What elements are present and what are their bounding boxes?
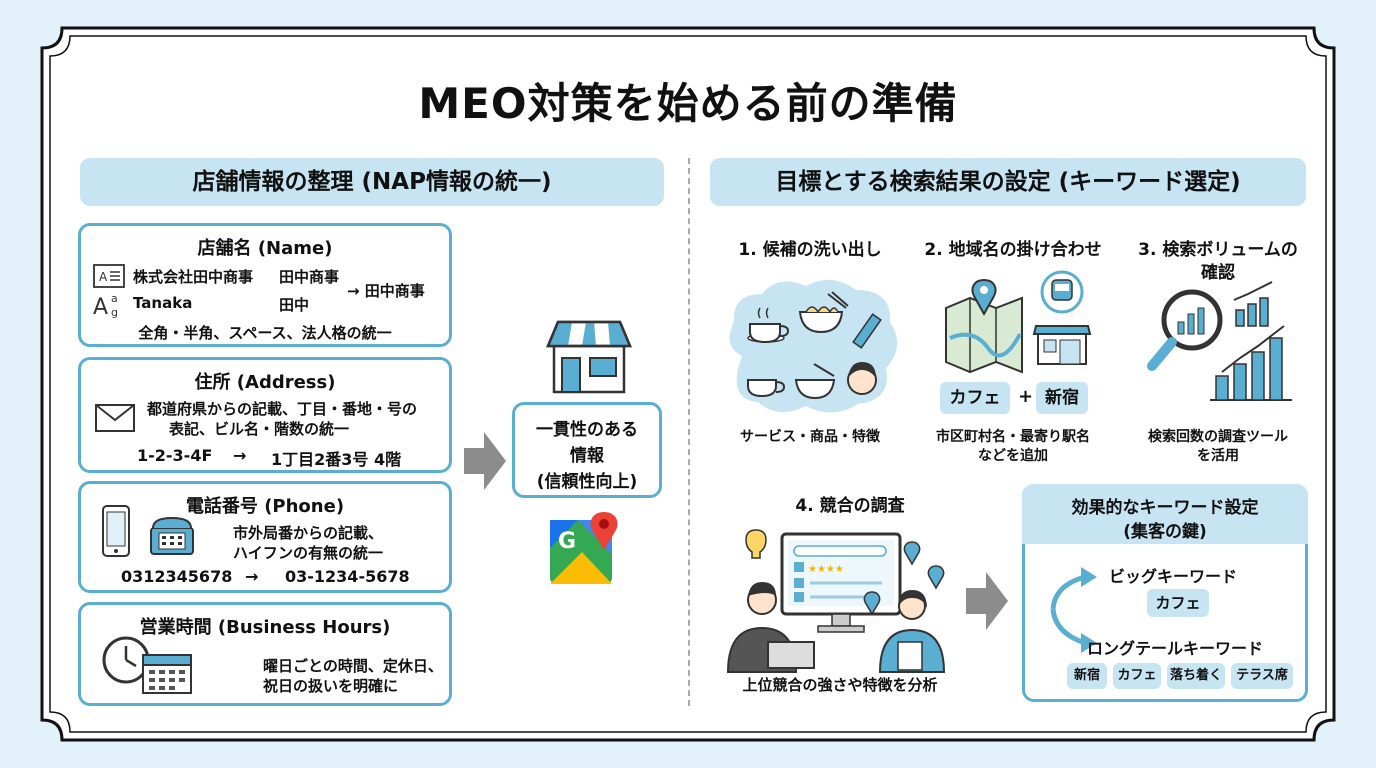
keyword-box-title-1: 効果的なキーワード設定 [1071,498,1259,518]
step3-caption-2: を活用 [1197,448,1239,464]
column-divider [688,158,690,706]
address-card: 住所 (Address) 都道府県からの記載、丁目・番地・号の 表記、ビル名・階… [78,357,452,473]
hours-card-title: 営業時間 (Business Hours) [139,617,391,638]
svg-text:★★★★: ★★★★ [808,564,844,575]
keyword-box-header [1022,484,1308,544]
step2-title: 2. 地域名の掛け合わせ [924,240,1102,260]
competitor-analysis-illustration: ★★★★ [726,529,946,673]
step4-title: 4. 競合の調査 [795,496,905,516]
name-note: 全角・半角、スペース、法人格の統一 [138,324,392,342]
longtail-keyword-1: 新宿 [1067,663,1107,689]
svg-text:g: g [111,306,118,319]
consistent-info-line1: 一貫性のある [536,420,638,440]
phone-card: 電話番号 (Phone) 市外局番からの記載、 ハイフンの有無の統一 03123… [78,481,452,593]
step1-caption: サービス・商品・特徴 [740,429,880,445]
phone-desc-1: 市外局番からの記載、 [233,524,384,542]
longtail-keyword-3: 落ち着く [1167,663,1225,689]
address-desc-1: 都道府県からの記載、丁目・番地・号の [147,400,418,418]
storefront-icon [546,320,632,394]
service-candidates-illustration [729,279,898,413]
address-arrow: → [233,446,247,465]
step2-pill-cafe: カフェ [940,382,1010,414]
hours-desc-1: 曜日ごとの時間、定休日、 [263,657,443,675]
consistent-info-box: 一貫性のある 情報 (信頼性向上) [512,402,662,498]
step1-title: 1. 候補の洗い出し [738,240,882,260]
name-row2-a: Tanaka [133,294,193,312]
phone-desc-2: ハイフンの有無の統一 [233,544,384,562]
step2-caption-1: 市区町村名・最寄り駅名 [936,429,1090,445]
gray-arrow-right-2 [966,572,1008,630]
left-section-header: 店舗情報の整理 (NAP情報の統一) [80,158,664,206]
search-volume-illustration [1147,281,1292,401]
step3-title-1: 3. 検索ボリュームの [1138,240,1298,260]
step2-pill-shinjuku: 新宿 [1036,382,1088,414]
address-from: 1-2-3-4F [137,446,213,465]
calendar-icon [142,654,192,694]
hours-desc-2: 祝日の扱いを明確に [263,677,399,695]
svg-text:A: A [93,295,108,320]
font-glyph-icon: A a g [93,292,118,320]
phone-arrow: → [245,567,259,586]
phone-to: 03-1234-5678 [285,567,410,586]
step3-title-2: 確認 [1201,263,1235,283]
consistent-info-line2: 情報 [570,446,604,466]
effective-keyword-box: 効果的なキーワード設定 (集客の鍵) ビッグキーワード カフェ ロングテールキー… [1022,484,1308,702]
hours-card: 営業時間 (Business Hours) 曜日ごとの時間、定休日、 祝日の扱い… [78,602,452,706]
curved-arrows-icon [1050,567,1097,653]
longtail-keyword-label: ロングテールキーワード [1087,639,1264,658]
google-maps-icon: G [550,512,618,584]
address-card-title: 住所 (Address) [194,372,336,393]
svg-text:G: G [558,529,576,554]
consistent-info-line3: (信頼性向上) [536,472,638,492]
train-station-icon [1032,270,1092,365]
page-title: MEO対策を始める前の準備 [418,79,958,128]
address-to: 1丁目2番3号 4階 [271,450,402,469]
step4-caption: 上位競合の強さや特徴を分析 [742,676,938,694]
smartphone-icon [102,505,130,557]
keyword-box-title-2: (集客の鍵) [1123,522,1207,542]
map-pin-illustration [945,278,1023,374]
envelope-icon [95,404,135,432]
phone-from: 0312345678 [121,567,233,586]
big-keyword-label: ビッグキーワード [1109,567,1238,586]
name-card: 店舗名 (Name) A A a g 株式会社田中商事 田中商事 Tanaka … [78,223,452,347]
name-card-icon: A [93,264,125,288]
longtail-keyword-4: テラス席 [1231,663,1293,689]
step2-plus: + [1018,386,1034,407]
svg-text:a: a [111,292,118,305]
clock-icon [102,636,150,684]
step2-caption-2: などを追加 [978,448,1048,464]
phone-card-title: 電話番号 (Phone) [185,496,345,517]
landline-phone-icon [150,516,194,555]
name-card-title: 店舗名 (Name) [197,238,333,259]
big-keyword-value: カフェ [1147,589,1209,617]
name-row1-a: 株式会社田中商事 [133,268,254,286]
longtail-keyword-2: カフェ [1113,663,1161,689]
name-result: → 田中商事 [347,282,425,300]
gray-arrow-right [464,432,506,490]
step3-caption-1: 検索回数の調査ツール [1148,429,1288,445]
right-section-header: 目標とする検索結果の設定 (キーワード選定) [710,158,1306,206]
name-row1-b: 田中商事 [279,268,340,286]
poster-frame: MEO対策を始める前の準備 店舗情報の整理 (NAP情報の統一) 店舗名 (Na… [40,26,1336,742]
address-desc-2: 表記、ビル名・階数の統一 [169,420,350,438]
svg-text:A: A [99,270,108,284]
name-row2-b: 田中 [279,296,310,314]
